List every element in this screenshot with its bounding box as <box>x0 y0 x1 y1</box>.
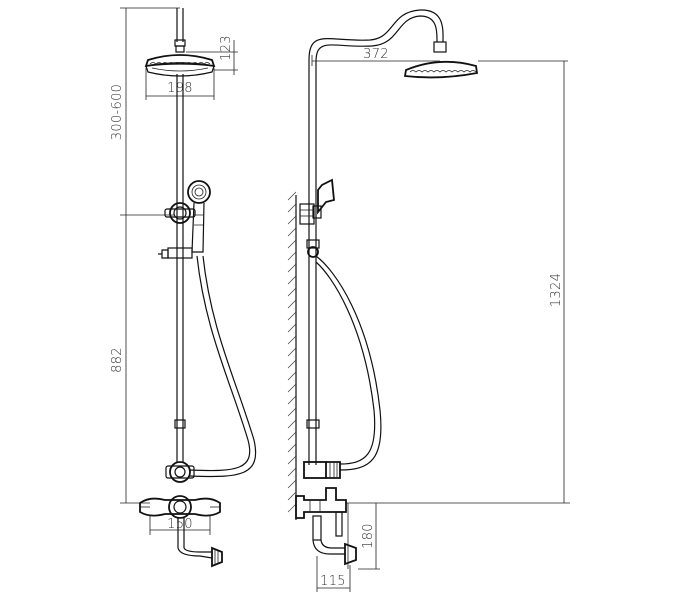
dimension-label-spout-projection: 115 <box>320 574 346 589</box>
wall-section <box>287 191 297 520</box>
hand-shower-front <box>187 180 211 253</box>
side-view: 372 1324 <box>287 9 570 592</box>
diverter-side <box>303 461 341 479</box>
dimension-arm-reach: 372 <box>311 47 440 66</box>
dimension-label-spout-height: 180 <box>361 523 376 549</box>
hose-side-outer <box>315 255 382 471</box>
hose-front-outer <box>189 255 251 472</box>
dimension-slide-range: 300-600 <box>110 7 180 216</box>
dimension-label-head-height: 123 <box>219 35 234 61</box>
bath-spout-front <box>177 518 223 568</box>
dimension-label-bar-height: 882 <box>110 347 125 373</box>
pipe-nut-lower <box>175 45 185 53</box>
bath-spout-side <box>312 515 357 566</box>
slide-holder <box>164 202 196 224</box>
dimension-label-spacing: 150 <box>167 517 193 532</box>
hose-front-inner <box>189 255 257 478</box>
bar-connector <box>174 419 186 429</box>
mixer-body-side <box>295 487 347 537</box>
dimension-label-arm-reach: 372 <box>363 47 389 62</box>
front-view: 300-600 882 123 <box>110 7 257 568</box>
diverter-front <box>165 461 195 483</box>
dimension-head-diameter: 198 <box>145 68 215 100</box>
dimension-spout-height: 180 <box>347 503 380 570</box>
bar-bracket-side <box>306 239 320 258</box>
mixer-body-front <box>139 495 221 519</box>
dimension-label-head-diameter: 198 <box>167 81 193 96</box>
dimension-label-slide-range: 300-600 <box>110 84 125 140</box>
overhead-shower-side <box>403 60 479 79</box>
dimension-label-total-height: 1324 <box>549 273 564 307</box>
overhead-shower-front <box>144 54 216 77</box>
slide-holder-side <box>299 203 315 225</box>
wall-bracket-upper <box>158 247 193 259</box>
riser-arm-outer <box>308 9 444 465</box>
dimension-bar-height: 882 <box>110 215 150 504</box>
dimension-spacing: 150 <box>149 515 211 535</box>
head-nut-side <box>433 41 447 53</box>
dimension-head-height: 123 <box>186 35 238 75</box>
riser-arm-inner <box>315 15 438 465</box>
hose-side-inner <box>315 261 376 465</box>
hand-shower-side <box>312 178 335 219</box>
bar-connector-side <box>306 419 320 429</box>
dimension-spout-projection: 115 <box>316 556 351 592</box>
dimension-total-height: 1324 <box>345 60 570 504</box>
